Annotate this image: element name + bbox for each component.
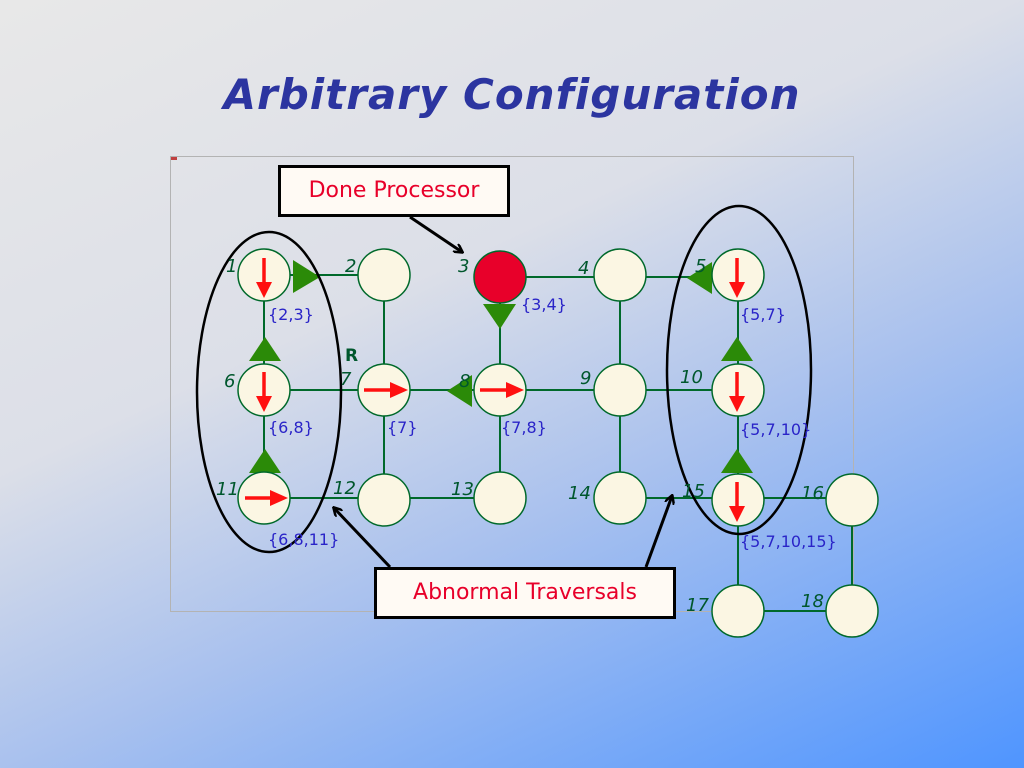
pointer-down-icon: [729, 482, 745, 522]
node-label-12: 12: [333, 478, 356, 499]
node-label-17: 17: [686, 595, 709, 616]
set-label-15: {5,7,10,15}: [740, 532, 837, 551]
set-label-6: {6,8}: [268, 418, 314, 437]
done-processor-callout: Done Processor: [278, 165, 510, 217]
node-14[interactable]: [593, 471, 647, 525]
node-labels: 1 2 3 4 5 6 7 8 9 10 11 12 13 14 15 16 1…: [216, 256, 824, 616]
root-label: R: [345, 346, 358, 366]
pointer-right-icon: [480, 382, 524, 398]
set-label-11: {6,8,11}: [268, 530, 339, 549]
pointer-down-icon: [729, 372, 745, 412]
done-callout-arrow: [409, 215, 462, 252]
triangle-15-10-icon: [721, 449, 753, 473]
node-18[interactable]: [825, 584, 879, 638]
pointer-right-icon: [245, 490, 288, 506]
direction-markers: [249, 260, 753, 473]
abnormal-traversals-callout: Abnormal Traversals: [374, 567, 676, 619]
set-labels: {2,3} {3,4} {5,7} {6,8} {7} {7,8} {5,7,1…: [268, 295, 837, 551]
slide-title: Arbitrary Configuration: [223, 70, 801, 119]
node-label-8: 8: [459, 371, 470, 392]
node-label-14: 14: [568, 483, 591, 504]
node-label-16: 16: [801, 483, 824, 504]
node-label-18: 18: [801, 591, 824, 612]
node-label-5: 5: [695, 256, 706, 277]
node-label-7: 7: [340, 369, 352, 390]
abnormal-callout-arrow-left: [334, 508, 392, 569]
node-label-6: 6: [224, 371, 235, 392]
node-label-1: 1: [226, 256, 237, 277]
triangle-10-5-icon: [721, 337, 753, 361]
abnormal-oval-right: [665, 204, 813, 536]
pointer-right-icon: [364, 382, 408, 398]
edges: [263, 274, 853, 612]
node-label-13: 13: [451, 479, 474, 500]
node-3-done[interactable]: [473, 250, 527, 304]
triangle-4-5-icon: [687, 262, 712, 294]
node-label-10: 10: [680, 367, 703, 388]
pointer-down-icon: [256, 372, 272, 412]
node-label-9: 9: [580, 368, 591, 389]
abnormal-oval-left: [195, 230, 343, 554]
node-label-15: 15: [682, 481, 705, 502]
set-label-8: {7,8}: [501, 418, 547, 437]
node-label-11: 11: [216, 479, 239, 500]
set-label-1: {2,3}: [268, 305, 314, 324]
triangle-1-2-icon: [293, 260, 320, 293]
pointers: [245, 258, 745, 522]
set-label-10: {5,7,10}: [740, 420, 811, 439]
node-17[interactable]: [711, 584, 765, 638]
abnormal-callout-arrow-right: [644, 496, 672, 568]
set-label-7: {7}: [387, 418, 418, 437]
pointer-down-icon: [256, 258, 272, 298]
node-label-2: 2: [345, 256, 356, 277]
node-2[interactable]: [357, 248, 411, 302]
node-12[interactable]: [357, 473, 411, 527]
node-9[interactable]: [593, 363, 647, 417]
set-label-5: {5,7}: [740, 305, 786, 324]
frame-marker: [171, 157, 177, 160]
set-label-3: {3,4}: [521, 295, 567, 314]
triangle-3-8-icon: [483, 304, 516, 329]
triangle-11-6-icon: [249, 449, 281, 473]
node-label-4: 4: [578, 258, 589, 279]
node-13[interactable]: [473, 471, 527, 525]
node-label-3: 3: [458, 256, 469, 277]
pointer-down-icon: [729, 258, 745, 298]
node-4[interactable]: [593, 248, 647, 302]
triangle-6-1-icon: [249, 337, 281, 361]
triangle-8-7-icon: [447, 375, 472, 407]
node-16[interactable]: [825, 473, 879, 527]
